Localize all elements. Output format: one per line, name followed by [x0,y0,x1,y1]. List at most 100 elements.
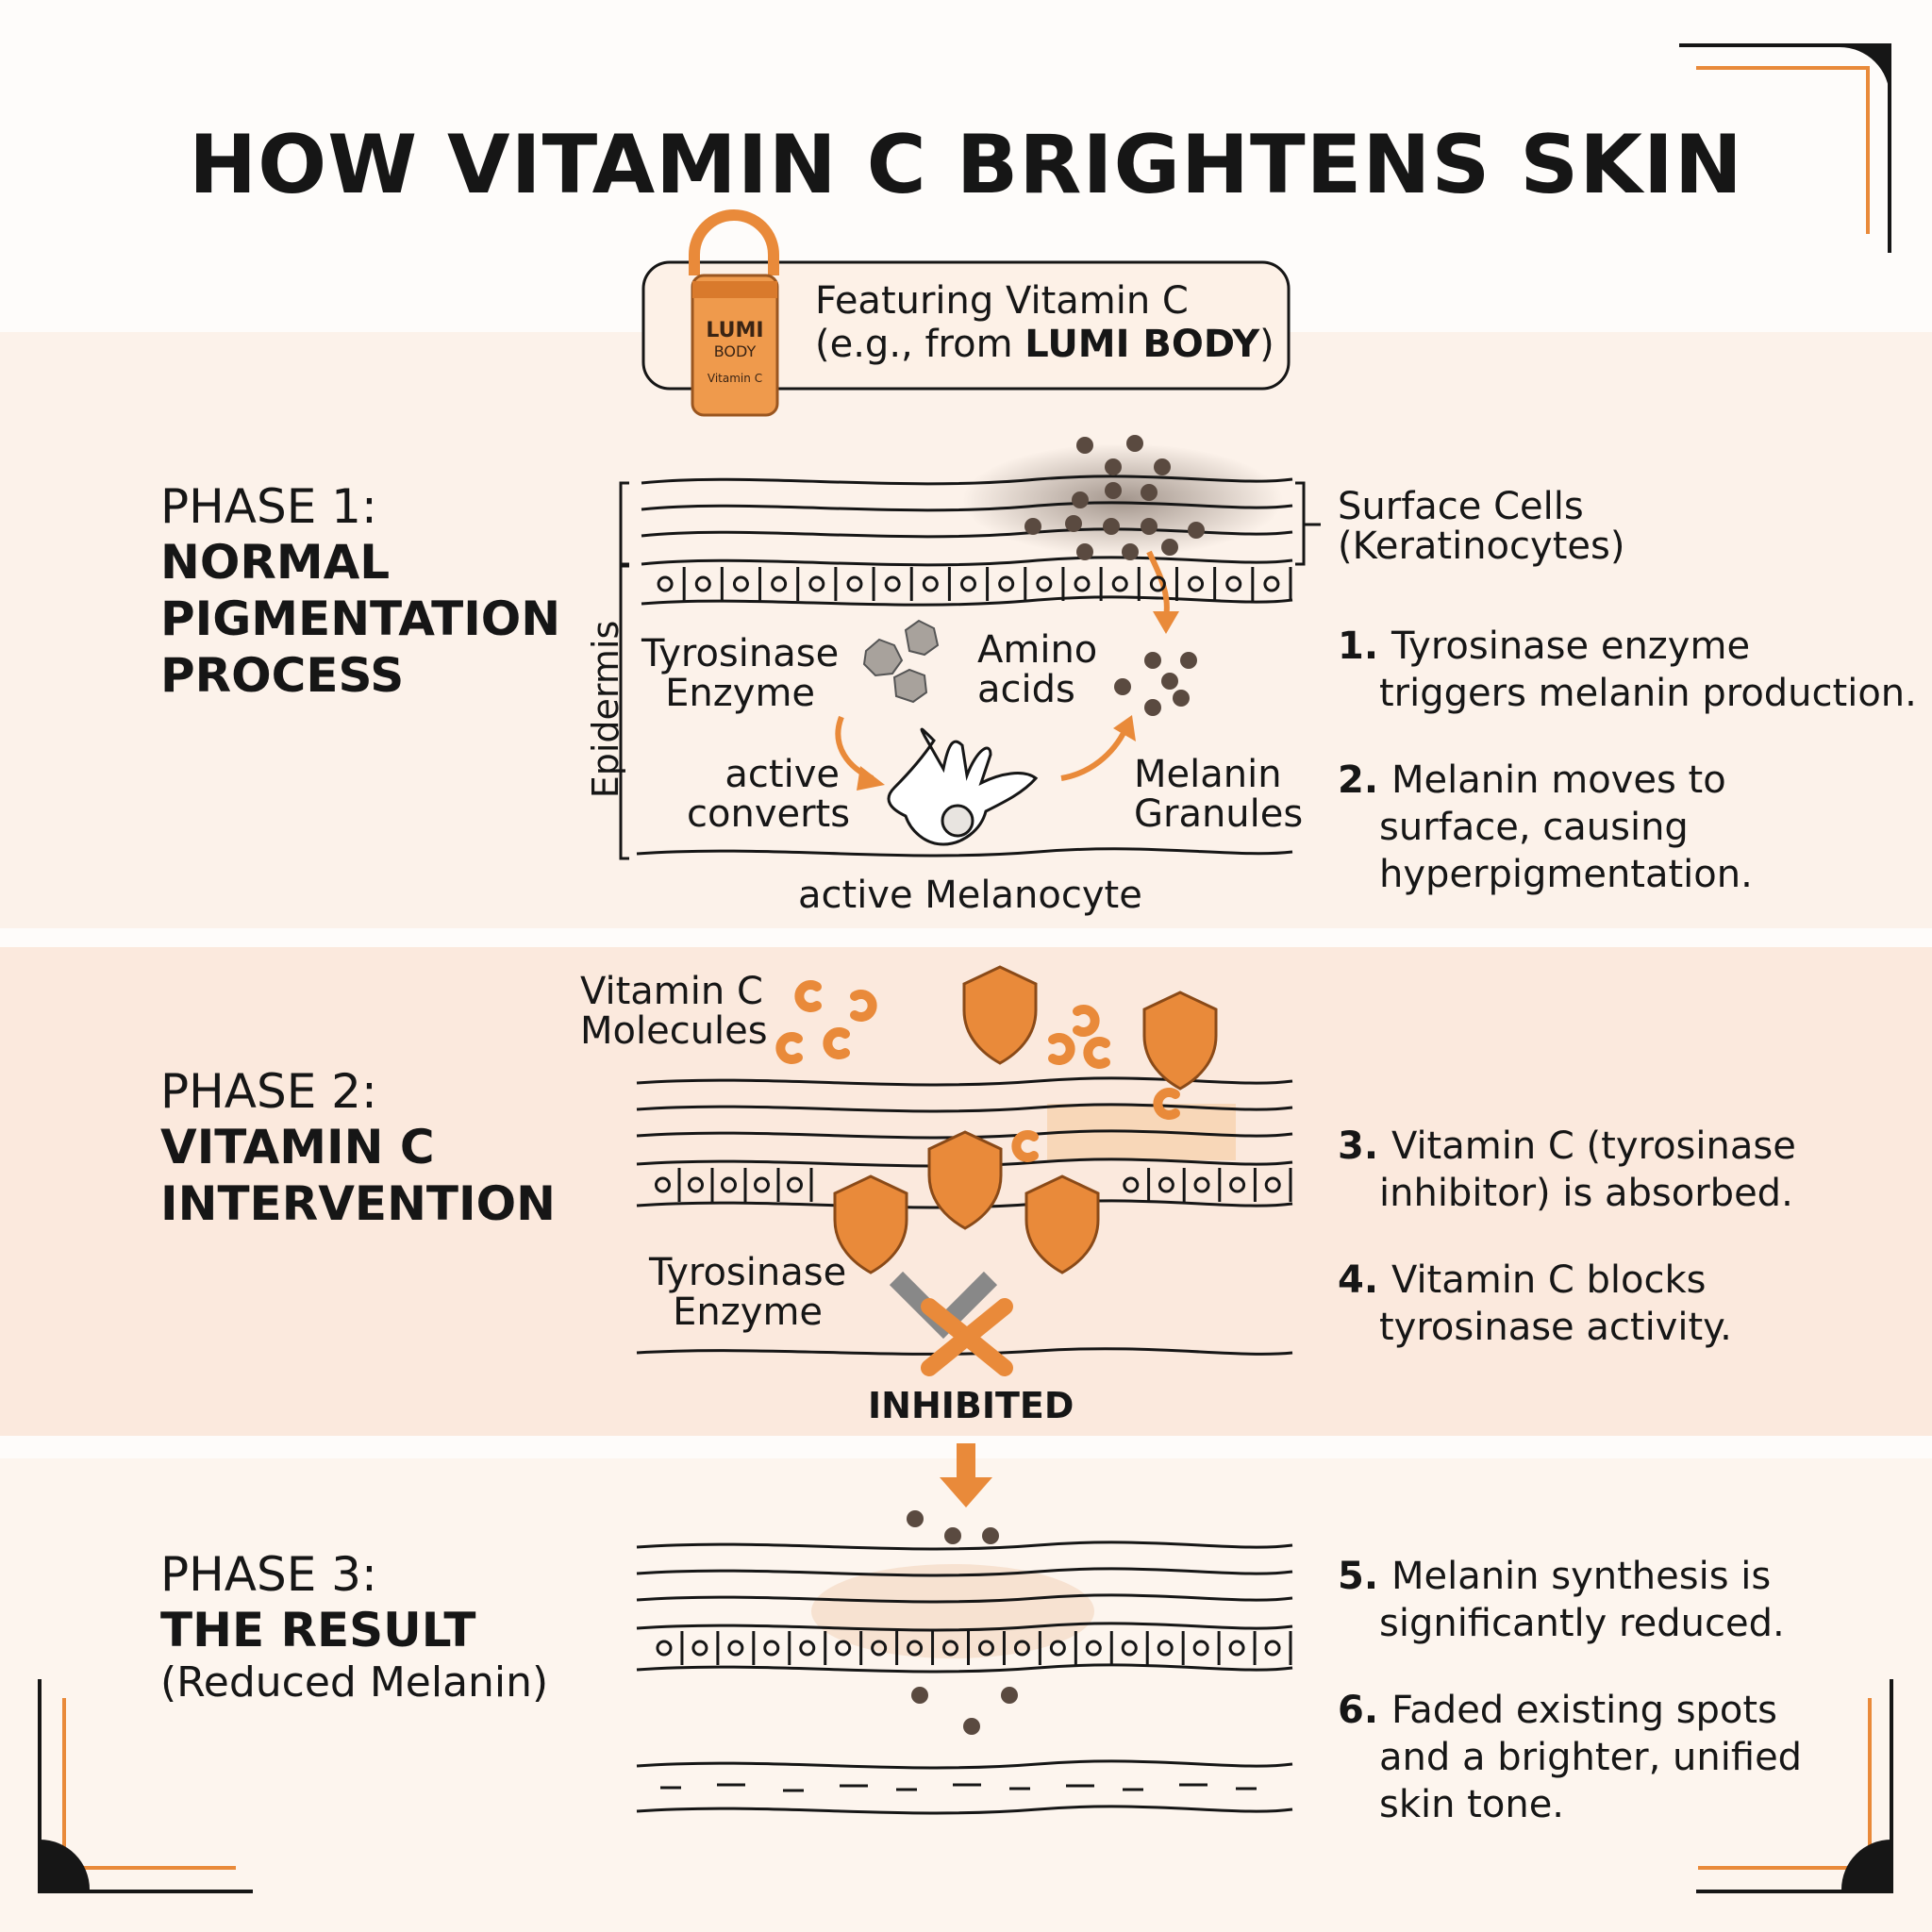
phase3-number: PHASE 3: [160,1547,377,1602]
step-6-line-1: 6. Faded existing spots [1338,1689,1777,1732]
basal-cell [1085,1640,1102,1657]
step-3-number: 3. [1338,1124,1391,1168]
basal-cell [835,1640,852,1657]
phase3-skin [636,1541,1293,1815]
corner-decoration-bottom-right [1696,1679,1893,1893]
surface-cells-line1: Surface Cells [1338,485,1584,528]
phase1-heading-line2: PIGMENTATION [160,591,561,646]
melanin-granule [1105,482,1122,499]
basal-cell [1188,575,1205,592]
inhibited-label: INHIBITED [868,1385,1074,1426]
melanin-granule [1065,515,1082,532]
basal-cell [998,575,1015,592]
melanin-granule [1144,699,1161,716]
vitc-line2: Molecules [580,1009,768,1053]
melanin-granule [1141,484,1158,501]
tyrosinase-enzyme-blobs [862,619,940,704]
badge-suffix: ) [1259,323,1274,366]
tyrosinase-line1: Tyrosinase [641,632,840,675]
basal-cell [846,575,863,592]
surface-cells-label: Surface Cells (Keratinocytes) [1338,487,1624,566]
basal-cell [1123,1176,1140,1193]
phase2-title: PHASE 2: VITAMIN C INTERVENTION [160,1064,556,1232]
tyrosinase-line2: Enzyme [665,672,816,715]
step-1-line-1: 1. Tyrosinase enzyme [1338,625,1751,668]
step-2-line-3: hyperpigmentation. [1379,853,1753,896]
badge-line-1: Featuring Vitamin C [815,279,1189,323]
bottle-product: Vitamin C [708,372,762,385]
phase2-heading-line2: INTERVENTION [160,1176,556,1231]
basal-cell [655,1176,671,1193]
step-5-number: 5. [1338,1555,1391,1598]
melanin-granule [1076,543,1093,560]
basal-cell [1263,575,1280,592]
amino-line1: Amino [977,628,1098,672]
melanin-granule [1141,518,1158,535]
basal-cell [1013,1640,1030,1657]
active-converts-line2: converts [687,792,851,836]
step-4-line-1: 4. Vitamin C blocks [1338,1258,1707,1302]
melanin-granule [1180,652,1197,669]
basal-cell [1229,1176,1246,1193]
step-6-line-2: and a brighter, unified [1379,1736,1803,1779]
phase3-subheading: (Reduced Melanin) [160,1658,549,1707]
tyrosinase2-line2: Enzyme [673,1291,824,1334]
inhibited-x-mark [921,1298,1013,1376]
vitamin-c-molecules [775,980,1180,1162]
step-2-line-2: surface, causing [1379,806,1689,849]
active-converts-line1: active [724,753,840,796]
melanin-granule [911,1687,928,1704]
basal-cell [1149,575,1166,592]
badge-line-2: (e.g., from LUMI BODY) [815,323,1274,366]
vitamin-c-shields [833,965,1218,1274]
lumi-body-bottle: LUMI BODY Vitamin C [689,209,779,417]
tyrosinase-label-p2: Tyrosinase Enzyme [649,1253,846,1332]
vitamin-c-molecules-label: Vitamin C Molecules [580,972,768,1051]
melanocyte-label: active Melanocyte [798,874,1142,917]
basal-cell [771,575,788,592]
basal-cell [942,1640,959,1657]
melanin-granule [1161,539,1178,556]
cell-layer [655,567,1292,1665]
phase2-heading-line1: VITAMIN C [160,1120,435,1174]
phase1-heading-line1: NORMAL [160,535,391,590]
basal-cell [694,575,711,592]
step-1-line-2: triggers melanin production. [1379,672,1917,715]
basal-cell [656,1640,673,1657]
phase3-band [0,1458,1932,1932]
basal-cell [688,1176,704,1193]
melanin-granule [1126,435,1143,452]
basal-cell [754,1176,770,1193]
phase1-number: PHASE 1: [160,479,377,534]
melanin-granule [1076,437,1093,454]
amino-acids-label: Amino acids [977,630,1097,709]
melanin-granule [1188,522,1205,539]
step-6-number: 6. [1338,1689,1391,1732]
melanin-granules-label: Melanin Granules [1134,755,1303,834]
melanin-granules-line1: Melanin [1134,753,1282,796]
page-title: HOW VITAMIN C BRIGHTENS SKIN [189,118,1743,212]
basal-cell [1111,575,1128,592]
basal-cell [1192,1640,1209,1657]
basal-cell [1264,1176,1281,1193]
step-3-line-2: inhibitor) is absorbed. [1379,1172,1793,1215]
melanin-granule [944,1527,961,1544]
melanin-granule [1144,652,1161,669]
phase-arrow-down [940,1443,992,1507]
basal-cell [1157,1640,1174,1657]
basal-cell [884,575,901,592]
basal-cell [732,575,749,592]
melanin-granule [1114,678,1131,695]
melanin-granule [1103,518,1120,535]
basal-cell [1049,1640,1066,1657]
melanin-layer [907,435,1205,1735]
basal-cell [907,1640,924,1657]
basal-cell [1036,575,1053,592]
basal-cell [808,575,825,592]
phase3-heading-line1: THE RESULT [160,1603,476,1657]
